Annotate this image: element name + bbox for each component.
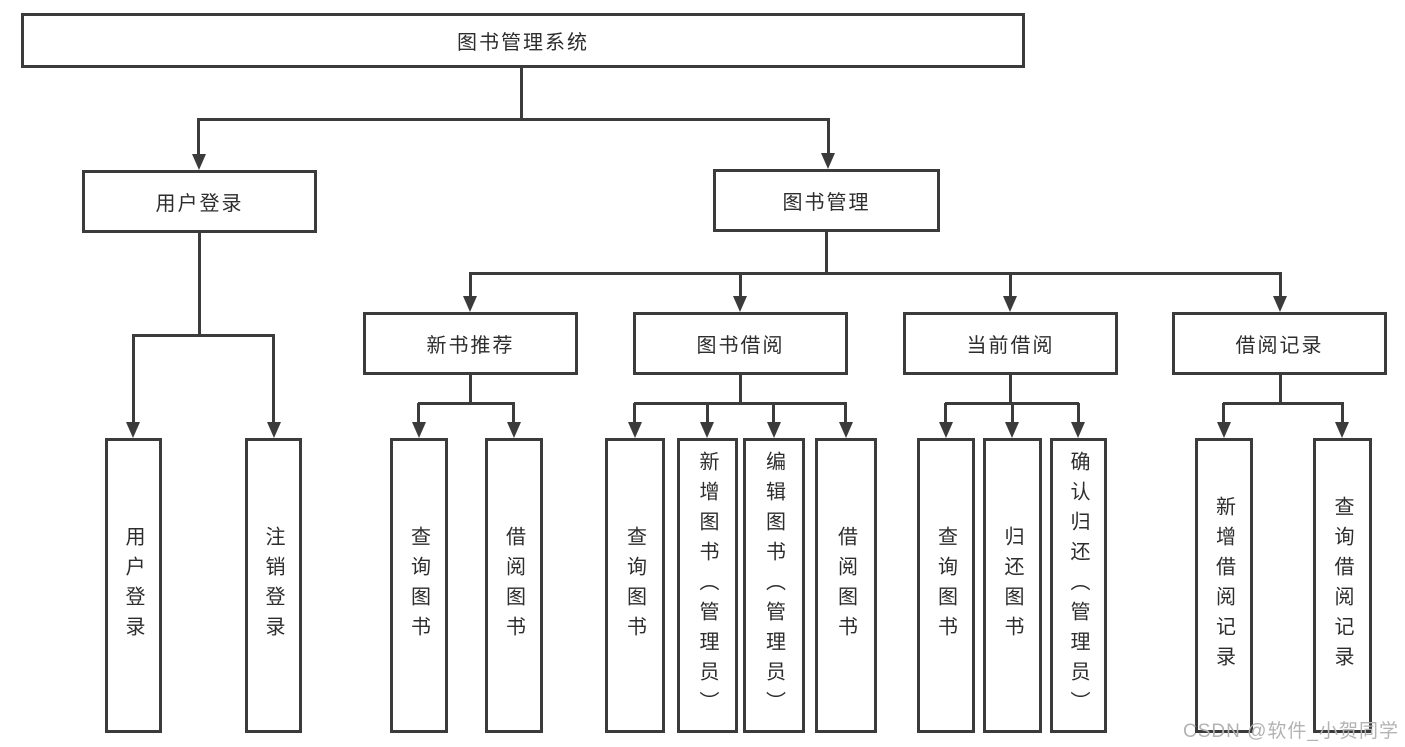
node-leaf-borrow-book-1: 借阅图书: [485, 438, 543, 733]
connector-to-new-book-rec: [469, 272, 472, 298]
connector-book-mgmt-stem: [825, 232, 828, 275]
node-label: 图书管理系统: [457, 32, 589, 54]
connector-to-leaf-add-record: [1222, 403, 1225, 424]
node-label: 编辑图书（管理员）: [762, 450, 785, 721]
connector-to-user-login: [197, 118, 200, 155]
node-label: 查询图书: [623, 525, 646, 646]
node-leaf-return-book: 归还图书: [983, 438, 1042, 733]
csdn-watermark: CSDN @软件_小贺同学: [1183, 721, 1399, 742]
connector-book-borrow-bar: [634, 402, 847, 405]
connector-user-login-stem: [198, 233, 201, 337]
arrowhead-to-user-login: [192, 154, 206, 170]
node-label: 新增图书（管理员）: [696, 450, 718, 721]
node-leaf-user-login: 用户登录: [105, 438, 162, 733]
connector-to-current-borrow: [1009, 272, 1012, 298]
node-label: 新增借阅记录: [1212, 495, 1235, 676]
node-label: 借阅图书: [502, 525, 525, 646]
connector-to-leaf-return-book: [1011, 403, 1014, 424]
connector-root-stem: [520, 68, 523, 121]
arrowhead-to-leaf-return-book: [1005, 422, 1019, 438]
connector-to-leaf-user-login: [132, 336, 135, 424]
connector-level1-bar: [198, 118, 829, 121]
connector-to-leaf-add-book: [706, 403, 709, 424]
node-leaf-logout: 注销登录: [245, 438, 302, 733]
connector-user-login-bar: [132, 334, 275, 337]
node-label: 新书推荐: [426, 335, 515, 357]
connector-new-book-rec-bar: [418, 402, 515, 405]
arrowhead-to-leaf-borrow-book-1: [507, 422, 521, 438]
arrowhead-to-book-mgmt: [821, 153, 835, 169]
connector-to-leaf-borrow-book-1: [512, 403, 515, 424]
connector-borrow-records-stem: [1279, 375, 1282, 405]
node-book-mgmt: 图书管理: [713, 169, 940, 232]
connector-to-leaf-query-book-3: [944, 403, 947, 424]
arrowhead-to-current-borrow: [1003, 296, 1017, 312]
node-label: 当前借阅: [966, 335, 1055, 357]
connector-to-leaf-edit-book: [772, 403, 775, 424]
arrowhead-to-leaf-query-book-3: [939, 422, 953, 438]
node-leaf-confirm-return: 确认归还（管理员）: [1050, 438, 1107, 733]
connector-book-borrow-stem: [739, 375, 742, 405]
arrowhead-to-borrow-records: [1273, 296, 1287, 312]
arrowhead-to-leaf-query-book-1: [412, 422, 426, 438]
node-leaf-query-book-2: 查询图书: [605, 438, 665, 733]
connector-to-leaf-query-record: [1341, 403, 1344, 424]
arrowhead-to-leaf-borrow-book-2: [839, 422, 853, 438]
node-leaf-add-book: 新增图书（管理员）: [677, 438, 738, 733]
node-label: 借阅记录: [1235, 335, 1324, 357]
connector-borrow-records-bar: [1223, 402, 1344, 405]
node-leaf-add-record: 新增借阅记录: [1195, 438, 1253, 733]
node-leaf-query-book-1: 查询图书: [390, 438, 448, 733]
connector-to-borrow-records: [1279, 272, 1282, 298]
node-current-borrow: 当前借阅: [903, 312, 1118, 375]
arrowhead-to-leaf-edit-book: [767, 422, 781, 438]
connector-to-leaf-confirm-return: [1077, 403, 1080, 424]
connector-to-leaf-query-book-1: [417, 403, 420, 424]
node-new-book-rec: 新书推荐: [363, 312, 578, 375]
node-user-login: 用户登录: [82, 170, 317, 233]
node-label: 查询借阅记录: [1331, 495, 1353, 676]
connector-to-book-borrow: [739, 272, 742, 298]
arrowhead-to-leaf-query-record: [1335, 422, 1349, 438]
connector-level2-bar: [469, 272, 1281, 275]
node-borrow-records: 借阅记录: [1172, 312, 1387, 375]
arrowhead-to-leaf-confirm-return: [1071, 422, 1085, 438]
connector-to-leaf-logout: [272, 336, 275, 424]
connector-to-book-mgmt: [827, 118, 830, 155]
node-library-management-system: 图书管理系统: [21, 13, 1025, 68]
arrowhead-to-leaf-add-record: [1217, 422, 1231, 438]
node-label: 注销登录: [262, 525, 284, 646]
node-leaf-borrow-book-2: 借阅图书: [815, 438, 877, 733]
node-label: 图书借阅: [696, 335, 785, 357]
node-label: 图书管理: [782, 192, 871, 214]
node-label: 确认归还（管理员）: [1067, 450, 1089, 721]
node-label: 借阅图书: [834, 525, 857, 646]
node-label: 用户登录: [122, 525, 144, 646]
connector-new-book-rec-stem: [469, 375, 472, 405]
arrowhead-to-new-book-rec: [463, 296, 477, 312]
arrowhead-to-leaf-logout: [267, 422, 281, 438]
node-label: 用户登录: [155, 193, 244, 215]
node-label: 查询图书: [934, 525, 957, 646]
node-label: 归还图书: [1001, 525, 1023, 646]
node-leaf-edit-book: 编辑图书（管理员）: [743, 438, 805, 733]
arrowhead-to-leaf-user-login: [126, 422, 140, 438]
node-label: 查询图书: [407, 525, 430, 646]
node-book-borrow: 图书借阅: [633, 312, 848, 375]
arrowhead-to-book-borrow: [733, 296, 747, 312]
node-leaf-query-record: 查询借阅记录: [1313, 438, 1372, 733]
arrowhead-to-leaf-add-book: [700, 422, 714, 438]
connector-to-leaf-borrow-book-2: [844, 403, 847, 424]
node-leaf-query-book-3: 查询图书: [917, 438, 975, 733]
connector-current-borrow-stem: [1009, 375, 1012, 405]
arrowhead-to-leaf-query-book-2: [628, 422, 642, 438]
connector-to-leaf-query-book-2: [633, 403, 636, 424]
